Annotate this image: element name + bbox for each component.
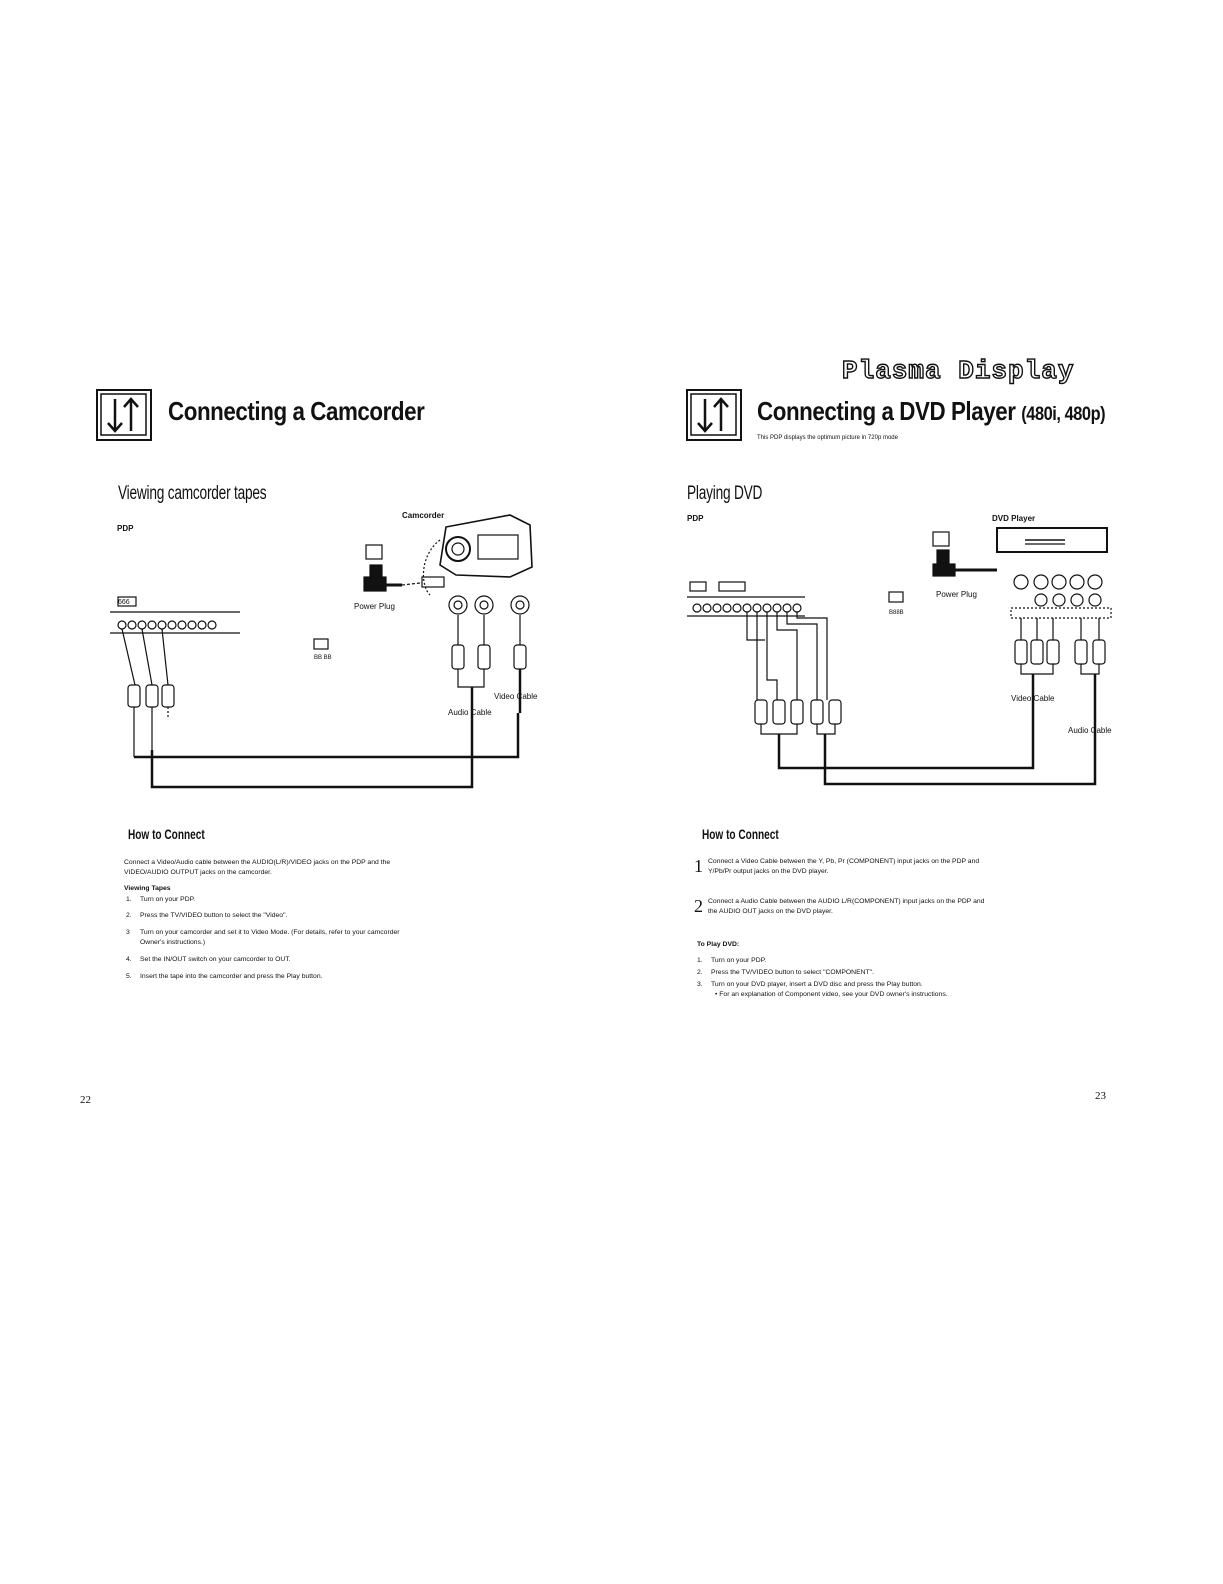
step-num: 1 [694,856,703,876]
pdp-label: PDP [687,514,704,523]
play-dvd-heading: To Play DVD: [697,941,740,948]
dvd-connection-diagram: B88B [687,527,1112,786]
svg-text:BB BB: BB BB [314,655,332,661]
section-heading: Playing DVD [687,483,763,504]
play-step-num: 3. [697,981,703,988]
step-text: Connect a Video Cable between the Y, Pb,… [708,858,980,865]
audio-cable-label: Audio Cable [1068,726,1112,735]
page-number: 22 [80,1094,91,1106]
power-plug-label: Power Plug [936,590,977,599]
intro-line-2: VIDEO/AUDIO OUTPUT jacks on the camcorde… [124,869,272,876]
page-number: 23 [1095,1090,1106,1102]
step-text: Turn on your camcorder and set it to Vid… [140,929,400,936]
play-step-text: Press the TV/VIDEO button to select "COM… [711,969,874,976]
play-step-note: • For an explanation of Component video,… [715,991,948,998]
camcorder-connection-diagram: 666 BB BB [110,514,533,789]
step-text: Turn on your PDP. [140,896,196,903]
play-step-text: Turn on your DVD player, insert a DVD di… [711,981,923,988]
step-num: 4. [126,956,132,963]
step-num: 5. [126,973,132,980]
step-text-cont: the AUDIO OUT jacks on the DVD player. [708,908,833,915]
page-title: Connecting a Camcorder [168,396,425,426]
connection-icon [96,389,152,441]
step-text: Press the TV/VIDEO button to select the … [140,912,288,919]
svg-text:666: 666 [118,599,130,606]
pdp-label: PDP [117,524,134,533]
section-heading: Viewing camcorder tapes [118,483,267,504]
dvd-player-label: DVD Player [992,514,1036,523]
play-step-num: 2. [697,969,703,976]
how-to-connect-heading: How to Connect [128,826,205,842]
viewing-tapes-heading: Viewing Tapes [124,885,171,892]
video-cable-label: Video Cable [494,692,538,701]
svg-text:B88B: B88B [889,610,904,616]
how-to-connect-heading: How to Connect [702,826,779,842]
play-step-text: Turn on your PDP. [711,957,767,964]
step-text: Set the IN/OUT switch on your camcorder … [140,956,291,963]
step-text: Insert the tape into the camcorder and p… [140,973,323,980]
camcorder-label: Camcorder [402,511,445,520]
page-subtitle: This PDP displays the optimum picture in… [757,435,898,441]
connection-icon [686,389,742,441]
power-plug-label: Power Plug [354,602,395,611]
step-num: 3 [126,929,130,936]
audio-cable-label: Audio Cable [448,708,492,717]
step-text-cont: Owner's instructions.) [140,939,206,946]
page-title-text: Connecting a DVD Player [757,396,1016,426]
intro-line-1: Connect a Video/Audio cable between the … [124,859,391,866]
page-title: Connecting a DVD Player (480i, 480p) [757,396,1106,427]
step-num: 1. [126,896,132,903]
step-text: Connect a Audio Cable between the AUDIO … [708,898,985,905]
play-step-num: 1. [697,957,703,964]
step-num: 2. [126,912,132,919]
step-text-cont: Y/Pb/Pr output jacks on the DVD player. [708,868,829,875]
page-title-suffix: (480i, 480p) [1021,404,1106,425]
brand-logo: Plasma Display [841,355,1075,386]
step-num: 2 [694,896,703,916]
